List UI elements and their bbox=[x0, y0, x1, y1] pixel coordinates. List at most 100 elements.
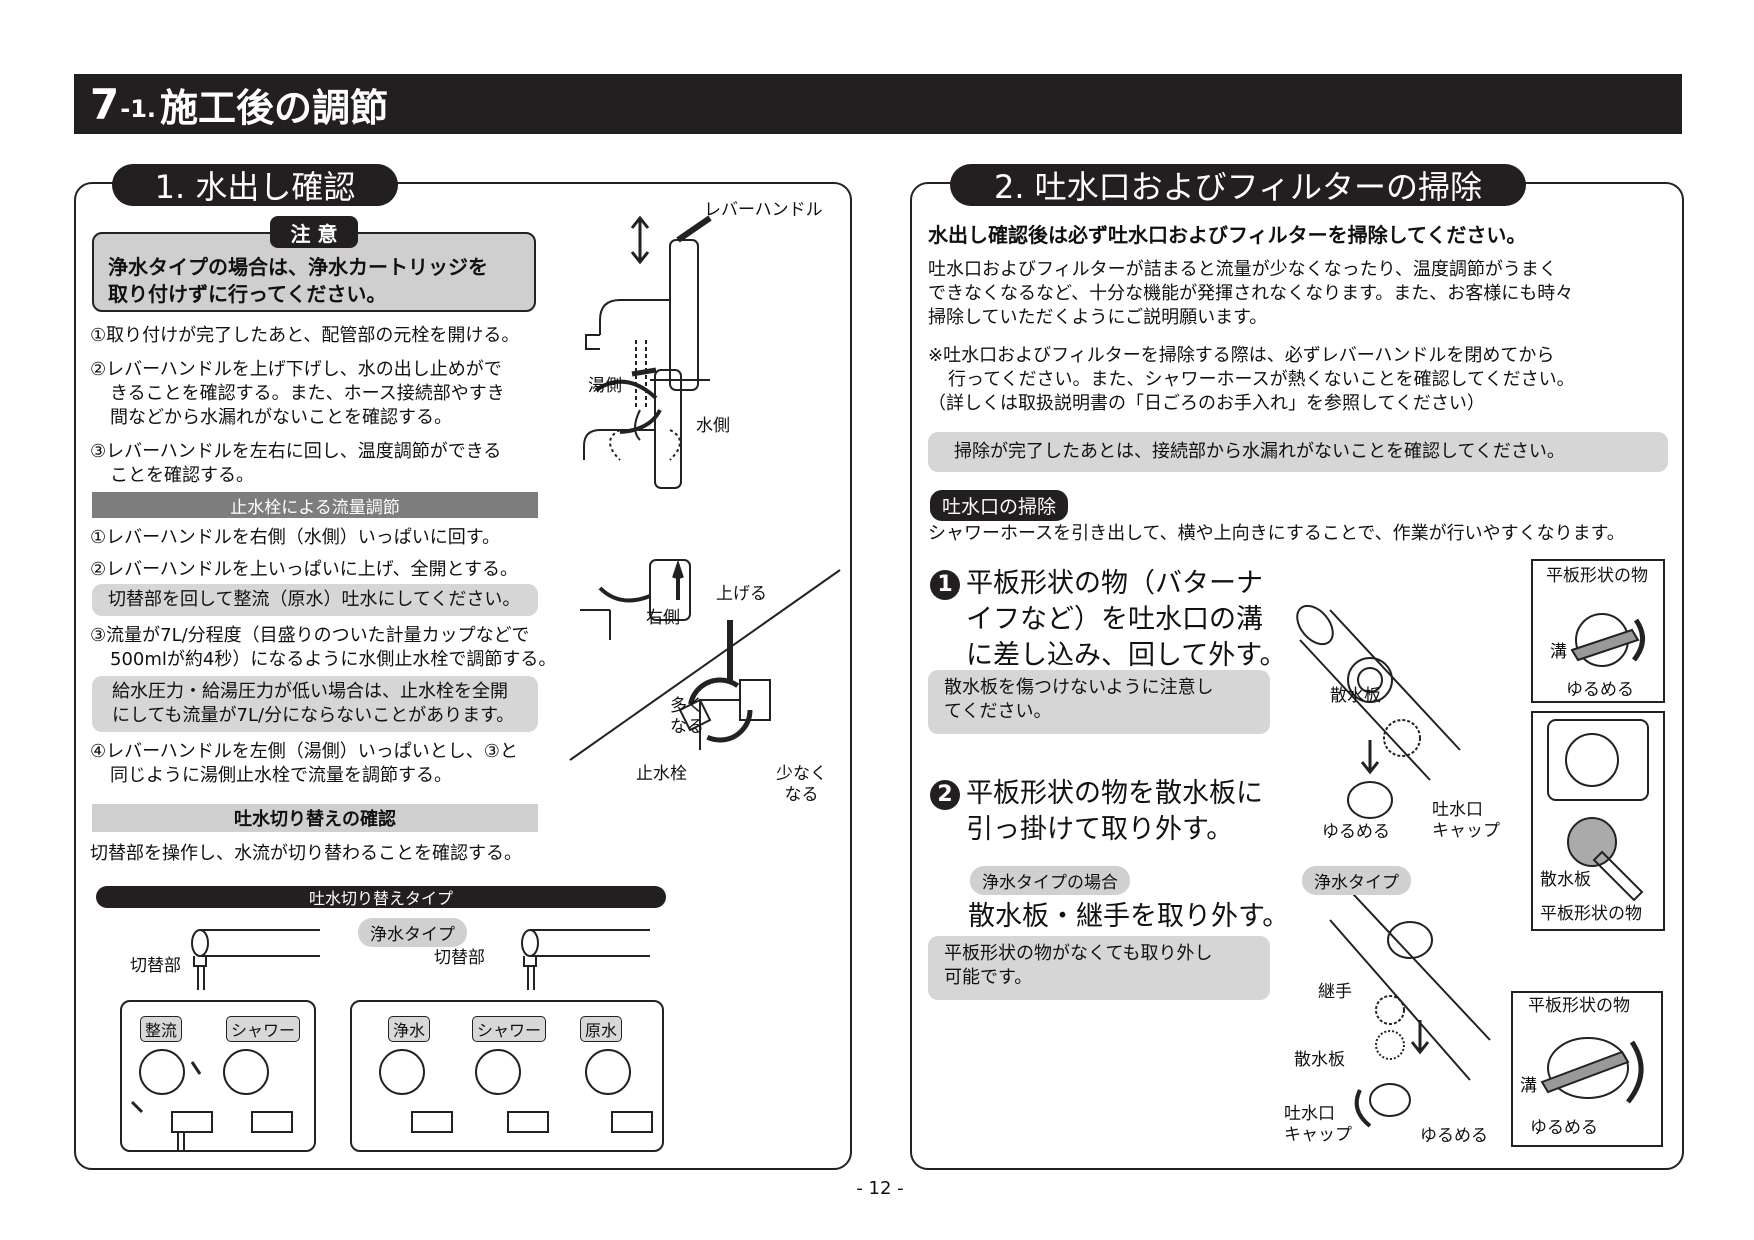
label-less-line: なる bbox=[784, 785, 819, 805]
right-note-paragraph: ※吐水口およびフィルターを掃除する際は、必ずレバーハンドルを閉めてから 行ってく… bbox=[928, 344, 1575, 416]
flow-note-2: 給水圧力・給湯圧力が低い場合は、止水栓を全開 にしても流量が7L/分にならないこ… bbox=[92, 676, 538, 732]
label-lever-handle: レバーハンドル bbox=[704, 200, 823, 220]
label-outlet-cap-1: 吐水口 キャップ bbox=[1432, 800, 1500, 842]
switch-text: 切替部を操作し、水流が切り替わることを確認する。 bbox=[90, 843, 522, 864]
outlet-zoom-2 bbox=[1531, 711, 1665, 931]
label-more-line: なる bbox=[670, 717, 704, 737]
label-spray-plate-3: 散水板 bbox=[1294, 1050, 1345, 1070]
label-loosen-1: ゆるめる bbox=[1566, 680, 1634, 700]
note-line: 平板形状の物がなくても取り外し bbox=[944, 943, 1213, 964]
label-purifier-type: 浄水タイプ bbox=[358, 918, 467, 947]
step-line: に差し込み、回して外す。 bbox=[966, 640, 1287, 671]
flow-note-line: にしても流量が7L/分にならないことがあります。 bbox=[112, 705, 515, 726]
label-less: 少なく なる bbox=[776, 764, 827, 806]
right-heading: 2. 吐水口およびフィルターの掃除 bbox=[950, 164, 1526, 206]
para-line: 吐水口およびフィルターが詰まると流量が少なくなったり、温度調節がうまく bbox=[928, 259, 1557, 280]
label-groove-1: 溝 bbox=[1550, 642, 1567, 662]
right-paragraph: 吐水口およびフィルターが詰まると流量が少なくなったり、温度調節がうまく できなく… bbox=[928, 258, 1573, 330]
label-hot-side: 湯側 bbox=[588, 376, 622, 396]
mode-box-standard: 整流 シャワー bbox=[120, 1000, 316, 1152]
section-banner: 7 -1. 施工後の調節 bbox=[74, 74, 1682, 134]
label-spray-plate-1: 散水板 bbox=[1330, 686, 1381, 706]
flow-steps: ①レバーハンドルを右側（水側）いっぱいに回す。 ②レバーハンドルを上いっぱいに上… bbox=[90, 526, 518, 582]
purifier-case-tag: 浄水タイプの場合 bbox=[970, 866, 1130, 895]
purifier-note: 平板形状の物がなくても取り外し 可能です。 bbox=[928, 936, 1270, 1000]
label-purifier-type-right: 浄水タイプ bbox=[1302, 866, 1411, 895]
label-flat-object-1: 平板形状の物 bbox=[1546, 566, 1648, 586]
flow-step-line: ③流量が7L/分程度（目盛りのついた計量カップなどで bbox=[90, 625, 530, 646]
label-flat-object-2: 平板形状の物 bbox=[1540, 904, 1642, 924]
mode-label: シャワー bbox=[472, 1016, 547, 1042]
step-line: 平板形状の物（バターナ bbox=[966, 568, 1263, 599]
note-line: （詳しくは取扱説明書の「日ごろのお手入れ」を参照してください） bbox=[928, 393, 1485, 414]
step-line: ①取り付けが完了したあと、配管部の元栓を開ける。 bbox=[90, 325, 520, 346]
flow-step-3: ③流量が7L/分程度（目盛りのついた計量カップなどで 500mlが約4秒）になる… bbox=[90, 624, 556, 672]
label-cold-side: 水側 bbox=[696, 416, 730, 436]
stopcock-illustration bbox=[569, 559, 841, 761]
label-cap-line: キャップ bbox=[1432, 821, 1500, 841]
label-joint: 継手 bbox=[1318, 982, 1352, 1002]
step-line: きることを確認する。また、ホース接続部やすき bbox=[110, 383, 505, 404]
label-flat-object-3: 平板形状の物 bbox=[1528, 996, 1630, 1016]
label-loosen-2: ゆるめる bbox=[1322, 822, 1390, 842]
para-line: 掃除していただくようにご説明願います。 bbox=[928, 307, 1268, 328]
step-line: ②レバーハンドルを上げ下げし、水の出し止めがで bbox=[90, 359, 502, 380]
outlet-zoom-1 bbox=[1531, 559, 1665, 703]
step-line: 平板形状の物を散水板に bbox=[966, 778, 1263, 809]
mode-box-purifier: 浄水 シャワー 原水 bbox=[350, 1000, 664, 1152]
flow-note-line: 給水圧力・給湯圧力が低い場合は、止水栓を全開 bbox=[112, 681, 508, 702]
left-panel bbox=[74, 182, 852, 1170]
step-number: 2 bbox=[930, 779, 960, 810]
switch-faucet-2 bbox=[521, 929, 650, 990]
section-number: 7 bbox=[90, 79, 121, 129]
label-raise: 上げる bbox=[716, 584, 767, 604]
flow-note-1: 切替部を回して整流（原水）吐水にしてください。 bbox=[92, 584, 538, 616]
mode-label: 整流 bbox=[140, 1016, 183, 1042]
right-bold-line: 水出し確認後は必ず吐水口およびフィルターを掃除してください。 bbox=[928, 223, 1527, 247]
step-line: ことを確認する。 bbox=[110, 465, 254, 486]
caution-line: 浄水タイプの場合は、浄水カートリッジを bbox=[108, 255, 488, 279]
mode-label: シャワー bbox=[226, 1016, 301, 1042]
label-cap-line: 吐水口 bbox=[1432, 800, 1483, 820]
label-right-side: 右側 bbox=[646, 608, 680, 628]
faucet-illustration-top bbox=[585, 215, 712, 461]
note-line: てください。 bbox=[944, 701, 1052, 722]
switch-heading: 吐水切り替えの確認 bbox=[92, 804, 538, 832]
outlet-illustration-top bbox=[1296, 604, 1461, 819]
check-steps: ①取り付けが完了したあと、配管部の元栓を開ける。 ②レバーハンドルを上げ下げし、… bbox=[90, 324, 519, 488]
label-groove-2: 溝 bbox=[1520, 1076, 1537, 1096]
label-loosen-3: ゆるめる bbox=[1420, 1126, 1488, 1146]
flow-step-line: ④レバーハンドルを左側（湯側）いっぱいとし、③と bbox=[90, 741, 518, 762]
step-line: イフなど）を吐水口の溝 bbox=[966, 604, 1263, 635]
switch-faucet-1 bbox=[191, 929, 320, 990]
outlet-zoom-3 bbox=[1511, 991, 1663, 1147]
note-line: 散水板を傷つけないように注意し bbox=[944, 677, 1214, 698]
flow-step-line: 500mlが約4秒）になるように水側止水栓で調節する。 bbox=[110, 649, 557, 670]
section-sub-number: -1. bbox=[120, 95, 157, 123]
note-line: 可能です。 bbox=[944, 967, 1033, 988]
page-number: - 12 - bbox=[856, 1178, 904, 1199]
switch-type-heading: 吐水切り替えタイプ bbox=[96, 886, 666, 908]
section-title: 施工後の調節 bbox=[160, 85, 389, 130]
flow-step: ②レバーハンドルを上いっぱいに上げ、全開とする。 bbox=[90, 559, 518, 580]
mode-label: 原水 bbox=[580, 1016, 623, 1042]
right-gray-note: 掃除が完了したあとは、接続部から水漏れがないことを確認してください。 bbox=[928, 432, 1668, 472]
label-switch-part-1: 切替部 bbox=[130, 956, 181, 976]
step-number: 1 bbox=[930, 569, 960, 600]
faucet-illustration-mid bbox=[583, 367, 682, 489]
mode-dial-icons bbox=[379, 1049, 653, 1133]
note-line: ※吐水口およびフィルターを掃除する際は、必ずレバーハンドルを閉めてから bbox=[928, 345, 1555, 366]
caution-line: 取り付けずに行ってください。 bbox=[108, 282, 387, 306]
label-less-line: 少なく bbox=[776, 764, 827, 784]
flow-step-line: 同じように湯側止水栓で流量を調節する。 bbox=[110, 765, 452, 786]
flow-heading: 止水栓による流量調節 bbox=[92, 492, 538, 518]
label-more: 多く なる bbox=[670, 696, 704, 738]
label-stopcock: 止水栓 bbox=[636, 764, 687, 784]
step-1-note: 散水板を傷つけないように注意し てください。 bbox=[928, 670, 1270, 734]
step-line: ③レバーハンドルを左右に回し、温度調節ができる bbox=[90, 441, 502, 462]
label-loosen-4: ゆるめる bbox=[1530, 1118, 1598, 1138]
label-cap-line: 吐水口 bbox=[1284, 1104, 1335, 1124]
mode-dial-icons bbox=[130, 1049, 293, 1152]
